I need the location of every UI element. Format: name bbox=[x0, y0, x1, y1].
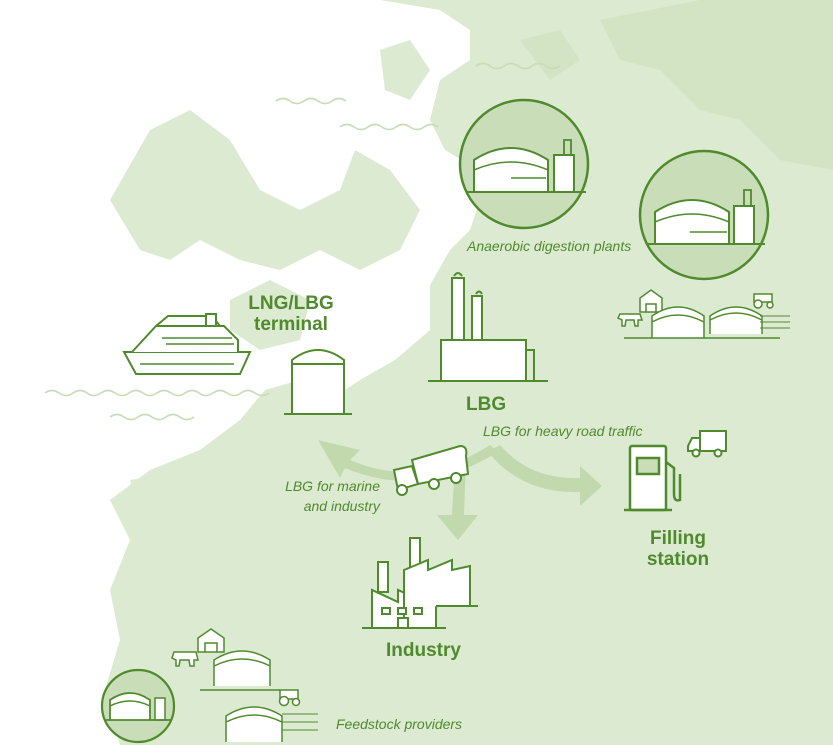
lng-tank-icon bbox=[284, 349, 352, 415]
wave-3 bbox=[339, 123, 439, 131]
tanker-truck-icon bbox=[392, 444, 470, 496]
arrow-to-filling bbox=[488, 445, 602, 506]
truck-icon bbox=[687, 430, 727, 458]
terminal-label-line-1: LNG/LBG bbox=[248, 293, 334, 314]
farm-cluster-top bbox=[616, 289, 790, 339]
land-peninsula bbox=[110, 110, 420, 270]
sea-waves bbox=[44, 62, 561, 421]
marine-label-line-1: LBG for marine bbox=[285, 478, 380, 494]
wave-1 bbox=[475, 62, 561, 70]
terminal-label: LNG/LBG terminal bbox=[236, 293, 346, 335]
industry-label: Industry bbox=[386, 640, 461, 661]
land-island-4 bbox=[200, 555, 240, 600]
fuel-pump-icon bbox=[624, 444, 682, 512]
land-highland bbox=[600, 0, 833, 170]
biogas-plant-icon-2 bbox=[638, 149, 770, 281]
marine-label-line-2: and industry bbox=[303, 498, 380, 514]
wave-4 bbox=[44, 389, 270, 397]
tractor-icon-2 bbox=[278, 689, 301, 707]
wave-2 bbox=[275, 97, 347, 105]
filling-station-label-line-1: Filling bbox=[650, 528, 706, 549]
tractor-icon bbox=[753, 293, 774, 309]
land-island-2 bbox=[250, 430, 300, 480]
land-island-5 bbox=[520, 30, 580, 80]
factory-icon bbox=[362, 537, 478, 629]
anaerobic-label: Anaerobic digestion plants bbox=[467, 238, 632, 254]
lbg-label: LBG bbox=[466, 394, 507, 415]
marine-label: LBG for marine and industry bbox=[268, 476, 380, 516]
arrow-to-industry bbox=[437, 460, 478, 540]
wave-5 bbox=[109, 413, 195, 421]
land-island-1 bbox=[380, 40, 430, 100]
cow-icon bbox=[616, 313, 644, 327]
biogas-plant-icon-1 bbox=[458, 98, 590, 230]
filling-station-label: Filling station bbox=[628, 528, 728, 570]
farm-cluster-bottom bbox=[100, 628, 318, 744]
ship-icon bbox=[122, 313, 252, 375]
heavy-traffic-label: LBG for heavy road traffic bbox=[483, 423, 643, 439]
land-strip bbox=[230, 280, 310, 350]
feedstock-label: Feedstock providers bbox=[336, 716, 463, 732]
cow-icon-2 bbox=[171, 651, 199, 667]
land-island-3 bbox=[130, 475, 170, 525]
terminal-label-line-2: terminal bbox=[254, 314, 328, 335]
lbg-plant-icon bbox=[428, 272, 548, 382]
filling-station-label-line-2: station bbox=[646, 549, 710, 570]
